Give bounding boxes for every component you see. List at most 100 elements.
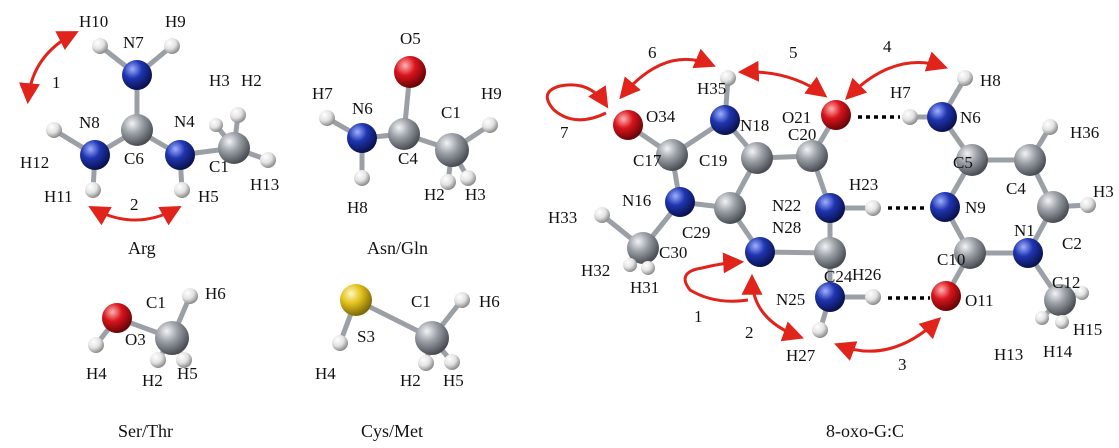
pair-label-n18: N18 — [740, 116, 769, 135]
pair-arrow-1-label: 1 — [694, 307, 703, 326]
ser-label-h4: H4 — [86, 364, 107, 383]
asn-molecule: O5 H7 N6 C1 H9 C4 H8 H2 H3 Asn/Gln — [312, 29, 502, 258]
pair-label-c17: C17 — [633, 151, 662, 170]
pair-molecule: H35 N18 O21 H7 N6 H8 O34 C20 C17 C19 C5 … — [545, 37, 1114, 441]
ser-molecule: C1 H6 O3 H4 H2 H5 Ser/Thr — [86, 284, 226, 441]
pair-atom-n9 — [930, 192, 960, 222]
pair-atom-c10 — [954, 237, 986, 269]
pair-atom-h8 — [957, 70, 973, 86]
ser-atom-h2 — [150, 352, 166, 368]
arg-label-c6: C6 — [124, 149, 144, 168]
pair-arrow-2-label: 2 — [745, 323, 754, 342]
arg-atom-h10 — [92, 38, 108, 54]
ser-atom-o3 — [102, 303, 132, 333]
cys-label-h5: H5 — [443, 371, 464, 390]
pair-arrow-2 — [741, 273, 804, 342]
pair-atom-n16 — [665, 187, 695, 217]
ser-label-o3: O3 — [125, 330, 146, 349]
ser-atom-h5 — [176, 352, 192, 368]
cys-atom-c1 — [415, 321, 449, 355]
pair-label-h35: H35 — [697, 79, 726, 98]
pair-label-h36: H36 — [1070, 123, 1099, 142]
pair-atom-h7 — [902, 109, 918, 125]
pair-arrow-5 — [737, 60, 828, 98]
ser-label-h6: H6 — [205, 284, 226, 303]
cys-atom-h6 — [454, 292, 470, 308]
pair-label-c2: C2 — [1062, 234, 1082, 253]
asn-atom-c1 — [435, 133, 469, 167]
asn-atom-c4 — [388, 118, 420, 150]
arg-label-h12: H12 — [20, 153, 49, 172]
cys-label-c1: C1 — [411, 292, 431, 311]
pair-label-h7: H7 — [890, 83, 911, 102]
asn-label-h7: H7 — [312, 84, 333, 103]
arg-label-h10: H10 — [79, 12, 108, 31]
arg-atom-h3 — [230, 107, 246, 123]
pair-atom-h15 — [1075, 286, 1089, 300]
pair-label-n16: N16 — [622, 191, 651, 210]
pair-atom-h35 — [720, 70, 736, 86]
cys-label-h6: H6 — [479, 292, 500, 311]
cys-atom-h5 — [444, 354, 460, 370]
cys-label-h2: H2 — [400, 371, 421, 390]
asn-label-h8: H8 — [347, 198, 368, 217]
pair-label-c29: C29 — [682, 223, 710, 242]
pair-caption: 8-oxo-G:C — [826, 421, 904, 441]
asn-label-h9: H9 — [481, 84, 502, 103]
pair-atom-c17 — [656, 139, 688, 171]
pair-atom-c4 — [1014, 144, 1046, 176]
cys-atom-h4 — [332, 335, 348, 351]
arg-atom-h5 — [174, 182, 190, 198]
pair-label-h8: H8 — [980, 71, 1001, 90]
ser-atom-h6 — [182, 288, 198, 304]
arg-molecule: H10 H9 N7 H3 H2 N8 N4 C6 C1 H12 H13 H11 … — [19, 12, 279, 258]
pair-arrow-3-label: 3 — [898, 355, 907, 374]
pair-atom-c29 — [714, 192, 746, 224]
pair-atom-h13 — [1035, 311, 1049, 325]
pair-arrow-1 — [683, 252, 749, 303]
pair-atom-c2 — [1037, 191, 1069, 223]
pair-atom-c5 — [956, 144, 988, 176]
pair-atom-h32 — [623, 258, 637, 272]
asn-atom-h7 — [319, 110, 335, 126]
asn-atom-h9 — [482, 117, 498, 133]
arg-label-h2: H2 — [241, 71, 262, 90]
pair-arrow-6-label: 6 — [648, 43, 657, 62]
pair-label-c24: C24 — [824, 267, 853, 286]
arg-atom-h2 — [209, 118, 223, 132]
pair-label-n22: N22 — [772, 196, 801, 215]
arg-atom-h9 — [164, 38, 180, 54]
pair-atom-n25 — [815, 282, 845, 312]
asn-atom-h3 — [460, 170, 476, 186]
arg-atom-c1 — [218, 132, 250, 164]
pair-arrow-7 — [545, 83, 609, 122]
pair-atom-o34 — [613, 110, 643, 140]
asn-caption: Asn/Gln — [367, 238, 428, 258]
pair-atom-n1 — [1013, 238, 1043, 268]
pair-label-h26: H26 — [852, 265, 881, 284]
pair-atom-n28 — [745, 237, 775, 267]
arg-atom-n7 — [122, 60, 152, 90]
arg-label-h5: H5 — [198, 187, 219, 206]
pair-atom-n18 — [710, 105, 740, 135]
arg-label-n4: N4 — [174, 112, 195, 131]
cys-atom-h2 — [418, 355, 434, 371]
ser-atom-c1 — [155, 321, 189, 355]
pair-atom-h14 — [1055, 315, 1069, 329]
pair-label-h13: H13 — [994, 345, 1023, 364]
pair-label-c10: C10 — [937, 250, 965, 269]
pair-label-h15: H15 — [1073, 320, 1102, 339]
ser-label-h2: H2 — [142, 371, 163, 390]
arg-atom-n8 — [80, 140, 110, 170]
asn-label-c1: C1 — [441, 103, 461, 122]
pair-atom-c20 — [796, 140, 828, 172]
asn-label-c4: C4 — [398, 149, 418, 168]
pair-label-c20: C20 — [788, 125, 816, 144]
pair-label-n9: N9 — [965, 198, 986, 217]
pair-label-n25: N25 — [776, 290, 805, 309]
cys-molecule: C1 H6 S3 H4 H2 H5 Cys/Met — [315, 284, 500, 441]
arg-label-h3: H3 — [209, 71, 230, 90]
arg-atom-c6 — [121, 114, 153, 146]
pair-label-c5: C5 — [953, 153, 973, 172]
pair-atom-n6 — [927, 102, 957, 132]
